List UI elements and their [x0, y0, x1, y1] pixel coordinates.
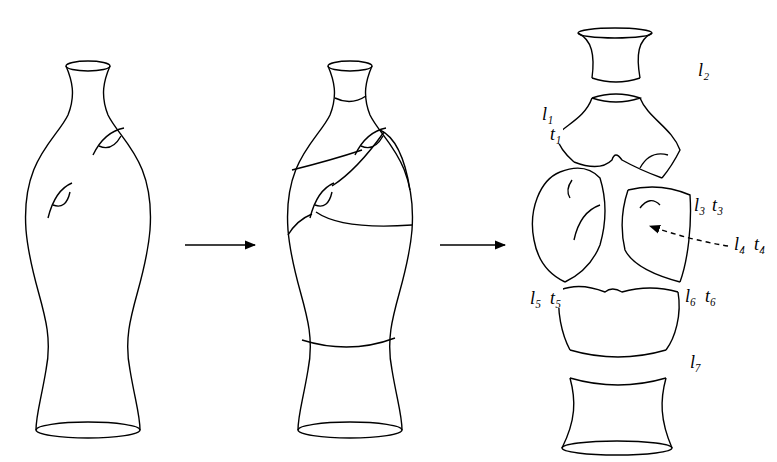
vase-outline	[366, 66, 413, 430]
vase-outline	[104, 66, 151, 430]
cut-curve	[380, 130, 410, 190]
bottom-boundary	[298, 422, 402, 438]
cut-vase-surface	[288, 61, 413, 438]
cut-curve	[302, 338, 395, 347]
piece-outline	[622, 190, 680, 282]
piece-outline	[640, 98, 680, 178]
leader-arrow	[650, 226, 728, 246]
piece-outline	[638, 33, 652, 78]
cut-pieces	[532, 28, 690, 455]
vase-outline	[26, 66, 73, 430]
curve-label: l₄	[732, 234, 747, 254]
curve-label: l₂	[696, 60, 711, 80]
handle-hole	[99, 136, 121, 148]
curve-label: t₆	[703, 286, 718, 306]
curve-label: l₆	[683, 286, 698, 306]
curve-label: l₃	[692, 195, 707, 215]
top-boundary	[328, 61, 372, 71]
piece-outline	[662, 378, 672, 448]
cut-curve	[292, 150, 362, 170]
cut-curve	[335, 96, 366, 102]
vase-outline	[288, 66, 335, 430]
handle-hole	[568, 180, 572, 198]
curve-label: t₃	[710, 195, 725, 215]
piece-outline	[592, 78, 640, 82]
vase-surface	[26, 61, 151, 438]
handle-hole	[93, 128, 124, 155]
handle-hole	[315, 192, 332, 206]
process-arrow	[185, 244, 255, 245]
cut-curve	[332, 132, 384, 186]
piece-outline	[532, 172, 565, 282]
piece-outline	[560, 286, 678, 292]
piece-boundary	[570, 378, 666, 385]
curve-label: t₄	[752, 234, 767, 254]
piece-boundary	[578, 28, 652, 38]
handle-hole	[574, 205, 600, 240]
piece-outline	[562, 378, 574, 448]
handle-hole	[48, 183, 72, 218]
curve-label: l₁	[540, 104, 555, 124]
bottom-boundary	[36, 422, 140, 438]
piece-outline	[560, 168, 605, 282]
piece-outline	[666, 292, 679, 350]
curve-label: l₅	[528, 288, 543, 308]
piece-outline	[578, 33, 593, 78]
curve-label: l₇	[688, 352, 703, 372]
cut-curve	[288, 214, 312, 235]
piece-boundary	[570, 350, 666, 357]
top-boundary	[66, 61, 110, 71]
piece-outline	[628, 187, 691, 282]
curve-label: t₅	[548, 288, 563, 308]
handle-hole	[640, 201, 660, 208]
curve-label: t₁	[548, 124, 563, 144]
piece-boundary	[592, 94, 640, 102]
process-arrow	[440, 244, 505, 245]
cut-curve	[316, 212, 412, 226]
handle-hole	[310, 183, 334, 218]
handle-hole	[53, 192, 70, 206]
piece-boundary	[562, 441, 672, 455]
handle-hole	[640, 154, 668, 168]
